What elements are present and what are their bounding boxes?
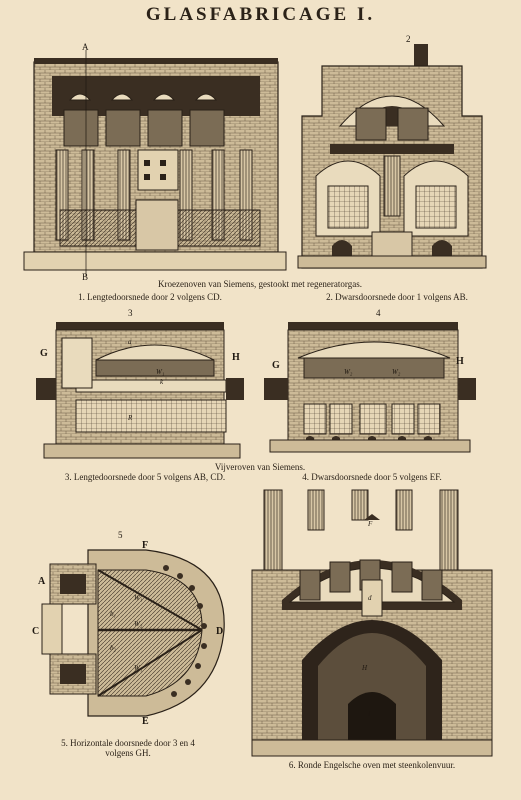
caption-figure-4: 4. Dwarsdoorsnede door 5 volgens EF. xyxy=(302,472,442,482)
label-A-fig5: A xyxy=(38,576,46,587)
figure-3-number: 3 xyxy=(128,308,133,318)
caption-figure-6: 6. Ronde Engelsche oven met steenkolenvu… xyxy=(288,760,456,770)
figure-2-cross-section: 2 xyxy=(297,34,487,269)
label-E-fig5: E xyxy=(142,716,149,727)
label-W1-fig5: W₁ xyxy=(134,594,142,602)
figure-6-round-english-furnace: F d H I xyxy=(251,489,493,757)
label-W2-fig5: W₂ xyxy=(134,620,143,628)
caption-siemens-tank-group: Kroezenoven van Siemens, gestookt met re… xyxy=(157,279,363,289)
label-b1-fig5: b₁ xyxy=(110,610,116,618)
label-B: B xyxy=(82,272,88,282)
label-G-fig4: G xyxy=(272,360,280,371)
label-G: G xyxy=(40,348,48,359)
label-W2-b: W₂ xyxy=(392,368,401,376)
label-H: H xyxy=(232,352,240,363)
figure-1-longitudinal-section: A B xyxy=(23,42,287,282)
label-F-fig5: F xyxy=(142,540,148,551)
caption-figure-1: 1. Lengtedoorsnede door 2 volgens CD. xyxy=(78,292,222,302)
caption-figure-5-line1: 5. Horizontale doorsnede door 3 en 4 xyxy=(61,738,195,748)
label-D-fig5: D xyxy=(216,626,223,637)
label-a: a xyxy=(128,338,132,346)
figure-4-cross-section: 4 G H W₂ W₂ xyxy=(264,308,476,453)
label-W1-fig5-b: W₁ xyxy=(134,664,142,672)
label-R: R xyxy=(127,414,133,422)
plate-title: GLASFABRICAGE I. xyxy=(145,4,376,25)
figure-5-number: 5 xyxy=(118,530,123,540)
label-F-fig6: F xyxy=(367,520,373,528)
caption-figure-2: 2. Dwarsdoorsnede door 1 volgens AB. xyxy=(326,292,468,302)
figure-5-horizontal-section: 5 A C D E F W₁ W₂ W₁ b₁ b₂ xyxy=(32,530,225,727)
label-C-fig5: C xyxy=(32,626,39,637)
label-b2-fig5: b₂ xyxy=(110,644,117,652)
figure-2-number: 2 xyxy=(406,34,411,44)
figure-4-number: 4 xyxy=(376,308,381,318)
label-W2: W₂ xyxy=(344,368,353,376)
label-A: A xyxy=(82,42,89,52)
figure-3-longitudinal-section: 3 G H a W₁ k R xyxy=(36,308,244,459)
caption-figure-3: 3. Lengtedoorsnede door 5 volgens AB, CD… xyxy=(64,472,226,482)
label-W1: W₁ xyxy=(156,368,164,376)
label-H-fig4: H xyxy=(456,356,464,367)
label-H-fig6: H xyxy=(361,664,368,672)
caption-figure-5-line2: volgens GH. xyxy=(105,748,151,758)
label-d-fig6: d xyxy=(368,594,372,602)
caption-pot-furnace-group: Vijveroven van Siemens. xyxy=(214,462,306,472)
label-k: k xyxy=(160,378,164,386)
label-I-fig6: I xyxy=(367,710,371,718)
